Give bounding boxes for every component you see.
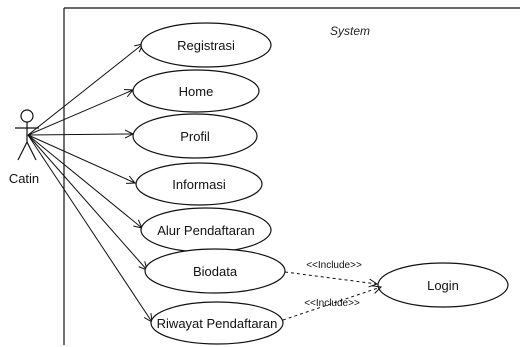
use-case-alur-pendaftaran: Alur Pendaftaran <box>140 207 272 253</box>
assoc-alur <box>27 134 142 228</box>
use-case-registrasi: Registrasi <box>140 22 272 68</box>
use-case-login: Login <box>377 262 509 308</box>
use-case-riwayat-pendaftaran: Riwayat Pendaftaran <box>150 301 284 345</box>
include-label: <<Include>> <box>304 298 360 309</box>
use-case-informasi: Informasi <box>135 162 263 206</box>
include-label: <<Include>> <box>306 260 362 271</box>
assoc-registrasi <box>27 44 143 136</box>
actor-catin: Catin <box>9 109 39 186</box>
associations <box>27 44 152 322</box>
use-case-label: Home <box>179 84 214 99</box>
assoc-profil <box>27 134 133 135</box>
system-boundary: System <box>63 7 520 345</box>
use-case-label: Profil <box>180 129 210 144</box>
system-label: System <box>330 24 370 38</box>
include-relation-biodata-login: <<Include>> <box>284 260 377 284</box>
use-case-biodata: Biodata <box>144 248 286 294</box>
use-case-label: Login <box>427 278 459 293</box>
use-case-label: Biodata <box>193 264 238 279</box>
include-relation-riwayat-login: <<Include>> <box>282 287 381 321</box>
actor-label: Catin <box>9 171 39 186</box>
use-case-label: Registrasi <box>177 38 235 53</box>
use-case-label: Riwayat Pendaftaran <box>157 316 278 331</box>
actor-head <box>20 109 34 123</box>
use-case-label: Informasi <box>172 177 226 192</box>
use-case-profil: Profil <box>132 113 258 159</box>
use-case-label: Alur Pendaftaran <box>157 223 255 238</box>
assoc-riwayat <box>27 134 152 322</box>
assoc-biodata <box>27 134 147 270</box>
assoc-home <box>27 90 133 136</box>
assoc-informasi <box>27 134 135 183</box>
use-case-home: Home <box>132 69 260 113</box>
